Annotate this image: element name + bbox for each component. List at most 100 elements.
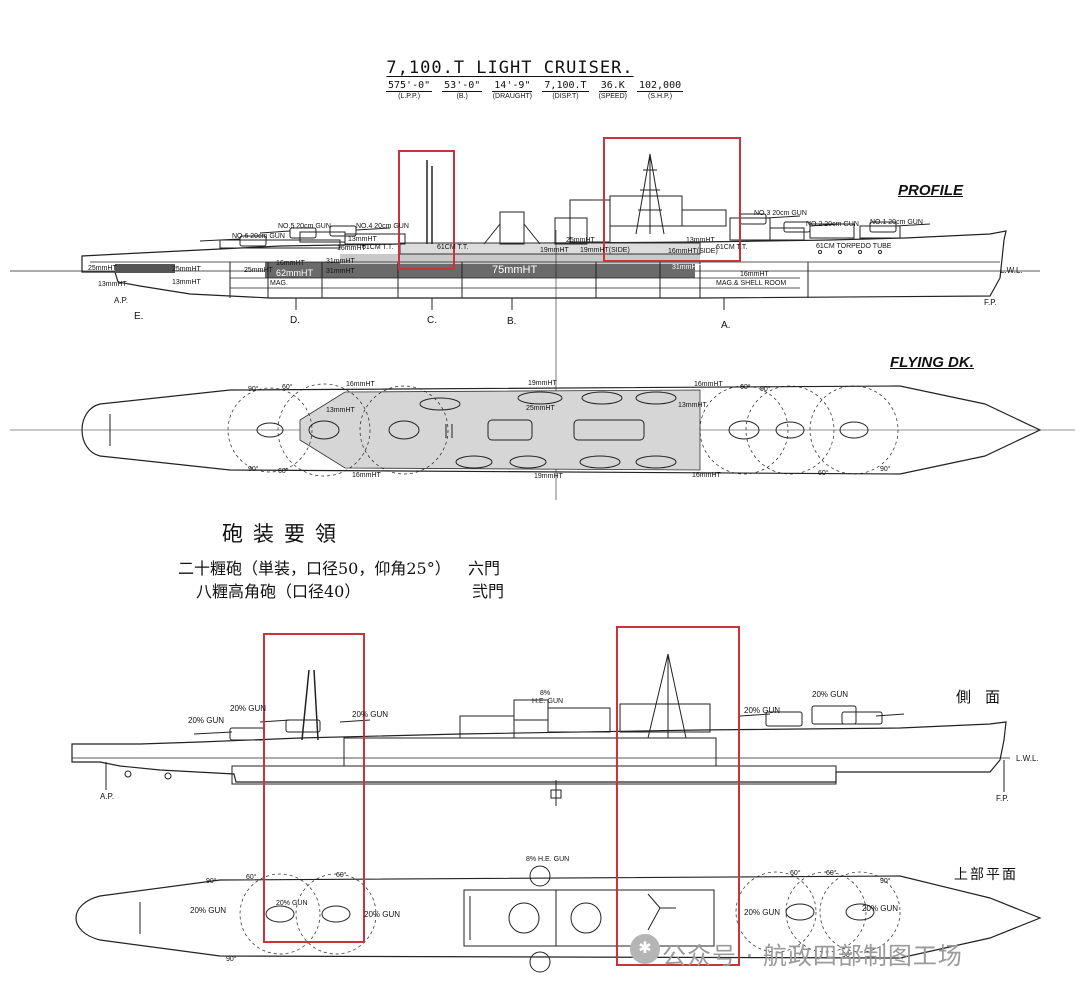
top-deg-60-d: 60° [826, 870, 837, 877]
top-gun-1: 20% GUN [190, 906, 227, 915]
armor-25-left: 25mmHT [88, 265, 117, 272]
fd-armor-19-t: 19mmHT [528, 380, 557, 387]
armor-13-top: 13mmHT [348, 236, 377, 243]
watermark-text: 公众号 · 航政四部制图工场 [662, 942, 963, 970]
drawing-title: 7,100.T LIGHT CRUISER. [386, 58, 634, 78]
top-deg-60-c: 60° [790, 870, 801, 877]
top-gun-2: 20% GUN [276, 900, 308, 907]
top-deg-90-a: 90° [206, 878, 217, 885]
torpedo-label-right: 61CM T.T. [716, 244, 748, 251]
armor-75: 75mmHT [492, 264, 538, 276]
armor-13-right: 13mmHT [686, 237, 715, 244]
armament-count-2: 弐門 [472, 582, 505, 601]
side-gun-a: 20% GUN [230, 704, 267, 713]
top-he-gun: 8% H.E. GUN [526, 856, 570, 863]
top-gun-4: 20% GUN [744, 908, 781, 917]
spec-shp: 102,000(S.H.P.) [636, 80, 684, 100]
armor-19: 19mmHT [540, 247, 569, 254]
station-a: A. [721, 320, 731, 331]
top-deg-60-b: 60° [336, 872, 347, 879]
wechat-icon: ✱ [630, 934, 660, 964]
gun-label-4: NO.4 20cm GUN [356, 223, 409, 230]
mag-shell-label: MAG.& SHELL ROOM [716, 280, 787, 287]
spec-displacement: 7,100.T(DISP.T) [542, 80, 589, 100]
side-fp-label: F.P. [996, 794, 1009, 803]
side-he-head: 8% [540, 690, 551, 697]
lwl-label: L.W.L. [1000, 266, 1023, 275]
torpedo-label-left: 61CM T.T. [362, 244, 394, 251]
top-deg-90-c: 90° [880, 878, 891, 885]
armor-16-low: 16mmHT [740, 271, 769, 278]
side-gun-b: 20% GUN [188, 716, 225, 725]
armament-heading: 砲装要領 [222, 522, 346, 546]
fd-deg-60-tr: 60° [740, 384, 751, 391]
gun-label-1: NO.1 20cm GUN [870, 219, 923, 226]
armor-31-right: 31mmHT [672, 264, 701, 271]
fd-armor-13-r: 13mmHT [678, 402, 707, 409]
spec-draught: 14'-9"(DRAUGHT) [492, 80, 533, 100]
fp-label: F.P. [984, 298, 997, 307]
side-sketch-drawing [71, 653, 1010, 806]
station-c: C. [427, 315, 437, 326]
top-sketch-drawing [75, 865, 1042, 973]
gun-label-5: NO.5 20cm GUN [278, 223, 331, 230]
top-deg-90-d: 90° [842, 952, 853, 959]
torpedo-tube-label: 61CM TORPEDO TUBE [816, 243, 892, 250]
torpedo-label-mid: 61CM T.T. [437, 244, 469, 251]
armor-25-mid: 25mmHT [172, 266, 201, 273]
armor-16-up: 16mmHT [337, 245, 366, 252]
armor-31-b: 31mmHT [326, 268, 355, 275]
side-gun-c: 20% GUN [352, 710, 389, 719]
spec-beam: 53'-0"(B.) [442, 80, 483, 100]
spec-row: 575'-0"(L.P.P.) 53'-0"(B.) 14'-9"(DRAUGH… [386, 80, 684, 100]
spec-speed: 36.K(SPEED) [598, 80, 627, 100]
fd-armor-16-br: 16mmHT [692, 472, 721, 479]
highlight-box-lower-aft [263, 633, 365, 943]
fd-armor-25: 25mmHT [526, 405, 555, 412]
top-deg-60-a: 60° [246, 874, 257, 881]
station-b: B. [507, 316, 517, 327]
armor-62: 62mmHT [276, 268, 314, 278]
gun-label-2: NO.2 20cm GUN [806, 221, 859, 228]
armor-16-profile: 16mmHT [276, 260, 305, 267]
gun-label-6: NO.6 20cm GUN [232, 233, 285, 240]
top-plan-label: 上部平面 [954, 867, 1018, 883]
spec-lpp: 575'-0"(L.P.P.) [386, 80, 433, 100]
ap-label: A.P. [114, 296, 129, 305]
armament-line-1: 二十糎砲（単装，口径50，仰角25°） [178, 559, 451, 578]
fd-armor-16-tl: 16mmHT [346, 381, 375, 388]
highlight-box-aft-mast [398, 150, 455, 270]
fd-armor-13-l: 13mmHT [326, 407, 355, 414]
armor-31: 31mmHT [326, 258, 355, 265]
side-view-label: 側面 [956, 688, 1015, 706]
armor-13-mid: 13mmHT [172, 279, 201, 286]
armor-25-deck: 25mmHT [566, 237, 595, 244]
profile-label: PROFILE [898, 182, 964, 199]
armor-13-low: 13mmHT [98, 281, 127, 288]
profile-drawing [10, 153, 1040, 500]
armor-19-side: 19mmHT(SIDE) [580, 247, 630, 254]
fd-deg-60-bl: 60° [278, 468, 289, 475]
top-gun-3: 20% GUN [364, 910, 401, 919]
fd-deg-60-br: 60° [818, 470, 829, 477]
top-deg-90-b: 90° [226, 956, 237, 963]
armor-25-aft: 25mmHT [244, 267, 273, 274]
fd-deg-90-br: 90° [880, 466, 891, 473]
side-gun-d: 20% GUN [744, 706, 781, 715]
fd-deg-90-tl: 90° [248, 386, 259, 393]
side-lwl-label: L.W.L. [1016, 754, 1039, 763]
gun-label-3: NO.3 20cm GUN [754, 210, 807, 217]
station-d: D. [290, 315, 300, 326]
fd-deg-60-tl: 60° [282, 384, 293, 391]
flying-deck-label: FLYING DK. [890, 354, 974, 371]
highlight-box-tripod [603, 137, 741, 262]
armament-line-2: 八糎高角砲（口径40） [196, 582, 361, 601]
fd-armor-16-bl: 16mmHT [352, 472, 381, 479]
side-ap-label: A.P. [100, 792, 115, 801]
top-gun-5: 20% GUN [862, 904, 899, 913]
station-e: E. [134, 311, 144, 322]
flying-deck-drawing [10, 383, 1075, 477]
fd-deg-90-bl: 90° [248, 466, 259, 473]
